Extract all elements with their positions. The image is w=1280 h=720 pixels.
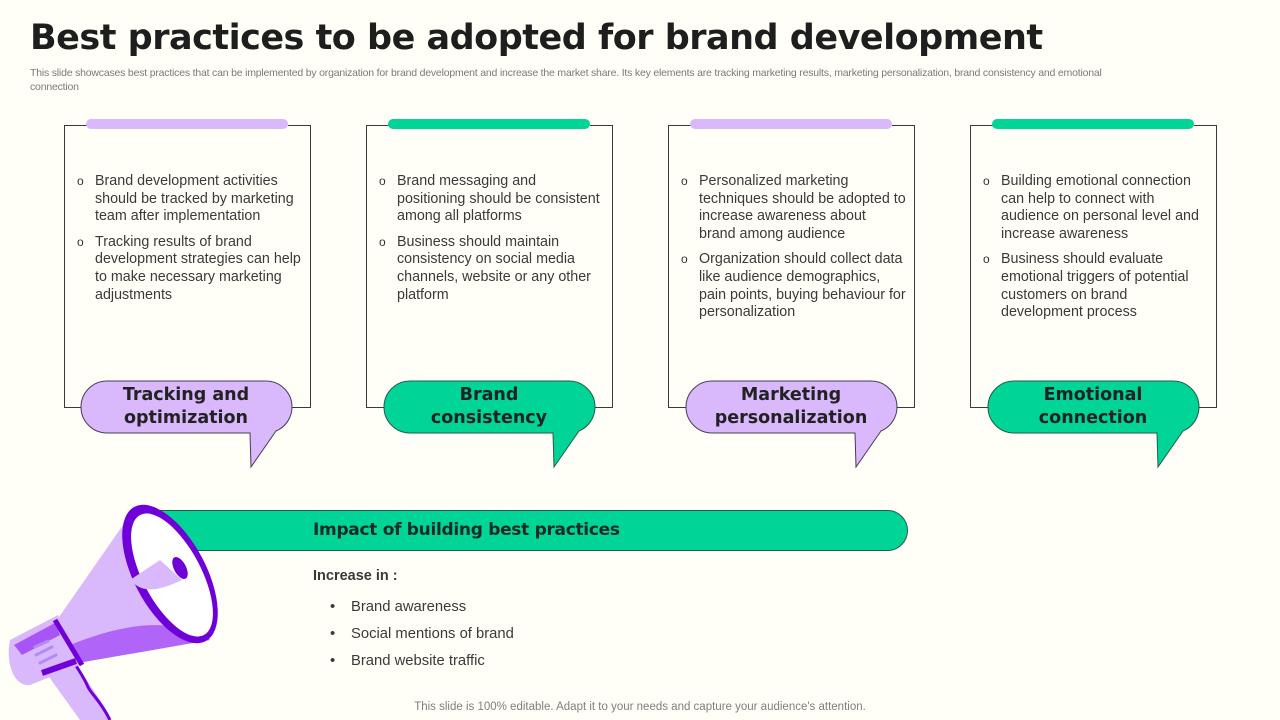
impact-banner-title: Impact of building best practices [313,520,620,540]
speech-bubble-shape [383,380,596,469]
card-accent-bar [690,119,892,129]
slide-footer: This slide is 100% editable. Adapt it to… [414,701,866,713]
speech-bubble-shape [80,380,293,469]
speech-bubble-emotional-connection: Emotional connection [987,380,1201,470]
speech-bubble-shape [685,380,898,469]
circle-bullet-icon: o [379,174,386,188]
impact-item: •Brand awareness [330,594,514,621]
bullet-icon: • [330,626,336,642]
speech-bubble-shape [987,380,1200,469]
impact-item: •Brand website traffic [330,648,514,675]
bubble-label: Marketing personalization [714,385,868,428]
card-border [1194,125,1216,126]
card-accent-bar [992,119,1194,129]
bullet-icon: • [330,653,336,669]
speech-bubble-marketing-personalization: Marketing personalization [685,380,899,470]
slide-title: Best practices to be adopted for brand d… [30,18,1043,58]
card-border [65,125,87,126]
card-accent-bar [86,119,288,129]
speech-bubble-brand-consistency: Brand consistency [383,380,597,470]
card-border [367,125,389,126]
circle-bullet-icon: o [77,174,84,188]
megaphone-icon [0,495,230,720]
circle-bullet-icon: o [681,252,688,267]
bubble-label: Emotional connection [1038,385,1148,428]
card-border [971,125,993,126]
circle-bullet-icon: o [983,174,990,188]
card-border [892,125,914,126]
impact-banner: Impact of building best practices [140,510,908,551]
card-border [288,125,310,126]
card-border [590,125,612,126]
bullet-icon: • [330,599,336,615]
circle-bullet-icon: o [681,174,688,188]
impact-list: •Brand awareness •Social mentions of bra… [330,594,514,675]
impact-item: •Social mentions of brand [330,621,514,648]
bubble-label: Brand consistency [430,385,548,428]
bubble-label: Tracking and optimization [122,385,250,428]
circle-bullet-icon: o [379,234,386,249]
circle-bullet-icon: o [77,234,84,249]
card-border [669,125,691,126]
card-accent-bar [388,119,590,129]
increase-label: Increase in : [313,568,398,584]
slide-subtitle: This slide showcases best practices that… [30,67,1102,93]
circle-bullet-icon: o [983,252,990,267]
speech-bubble-tracking-optimization: Tracking and optimization [80,380,294,470]
